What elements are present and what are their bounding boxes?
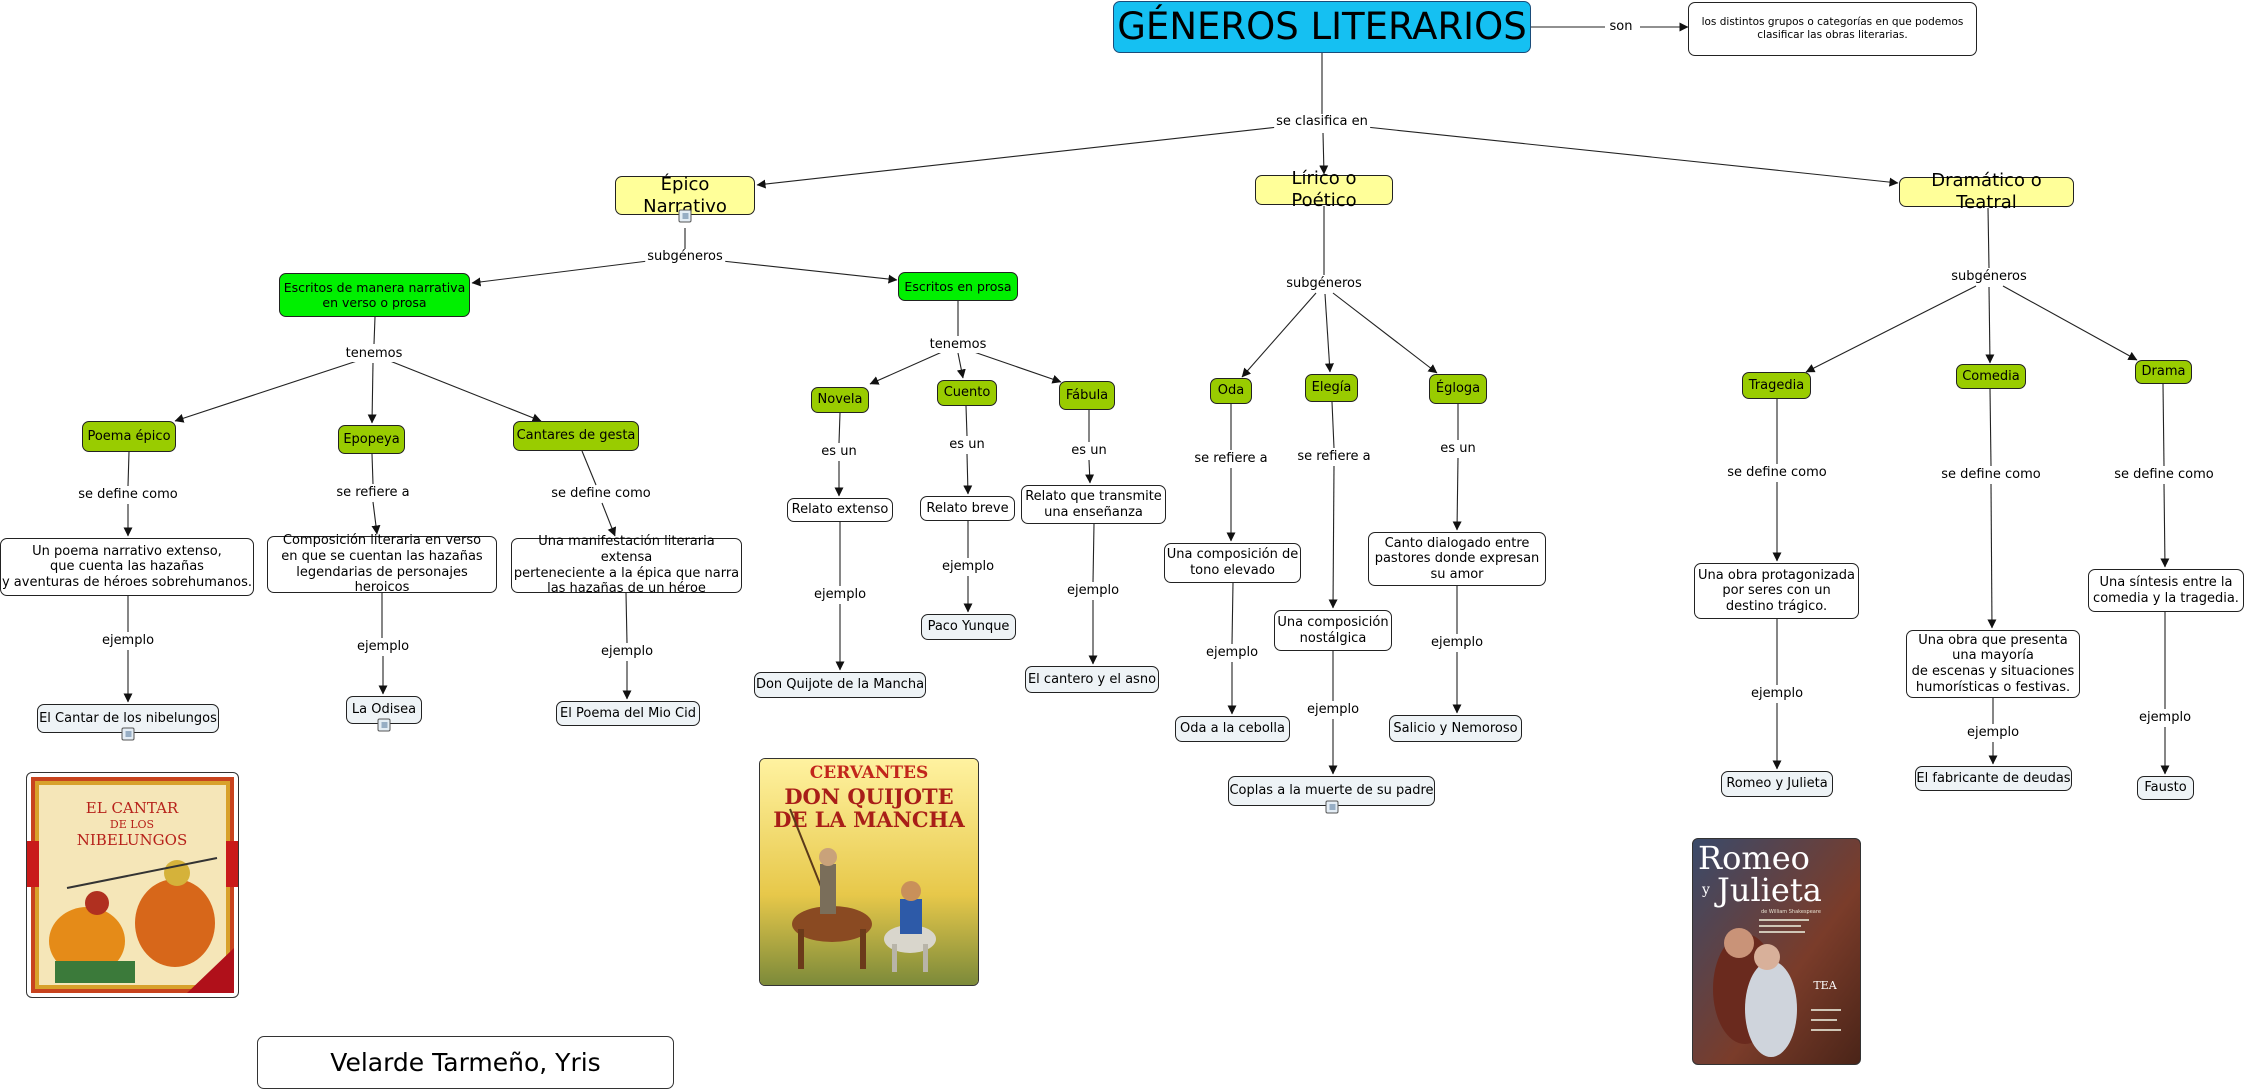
link-label-es-un: es un [1438, 441, 1478, 457]
link-label-ejemplo: ejemplo [99, 633, 157, 649]
link-label-es-un: es un [947, 437, 987, 453]
link-label-se-define-como: se define como [1939, 467, 2043, 483]
subgenre-fabula[interactable]: Fábula [1059, 381, 1115, 410]
link-label-es-un: es un [1069, 443, 1109, 459]
resource-attachment-icon[interactable] [1325, 800, 1339, 814]
link-label-ejemplo: ejemplo [2136, 710, 2194, 726]
link-label-son: son [1607, 19, 1635, 35]
definition-cuento[interactable]: Relato breve [920, 496, 1015, 521]
subgenre-drama[interactable]: Drama [2135, 360, 2192, 384]
definition-elegia[interactable]: Una composición nostálgica [1274, 610, 1392, 651]
link-label-ejemplo: ejemplo [1428, 635, 1486, 651]
link-label-se-refiere-a: se refiere a [334, 485, 412, 501]
root-concept-generos-literarios[interactable]: GÉNEROS LITERARIOS [1113, 1, 1531, 53]
link-label-se-define-como: se define como [549, 486, 653, 502]
subgenre-poema-epico[interactable]: Poema épico [82, 421, 176, 452]
link-label-subgeneros: subgéneros [1949, 269, 2029, 285]
subgenre-novela[interactable]: Novela [811, 387, 869, 413]
definition-fabula[interactable]: Relato que transmite una enseñanza [1021, 485, 1166, 524]
link-label-se-refiere-a: se refiere a [1295, 449, 1373, 465]
resource-attachment-icon[interactable] [678, 209, 692, 223]
resource-attachment-icon[interactable] [121, 727, 135, 741]
link-label-ejemplo: ejemplo [1964, 725, 2022, 741]
author-name: Velarde Tarmeño, Yris [257, 1036, 674, 1089]
cover-credit-line: de William Shakespeare [1761, 909, 1821, 915]
link-label-ejemplo: ejemplo [354, 639, 412, 655]
category-lirico-poetico[interactable]: Lírico o Poético [1255, 168, 1393, 211]
subgenre-epopeya[interactable]: Epopeya [338, 425, 405, 454]
link-label-tenemos: tenemos [927, 337, 989, 353]
cover-logo-text: TEA [1813, 979, 1837, 992]
link-label-subgeneros: subgéneros [645, 249, 725, 265]
cover-image-cantar-nibelungos[interactable]: EL CANTAR DE LOS NIBELUNGOS [26, 772, 239, 998]
category-dramatico-teatral[interactable]: Dramático o Teatral [1899, 170, 2074, 213]
link-label-se-refiere-a: se refiere a [1192, 451, 1270, 467]
mode-escritos-verso-prosa[interactable]: Escritos de manera narrativa en verso o … [279, 273, 470, 317]
link-label-ejemplo: ejemplo [1203, 645, 1261, 661]
cover-title-line: DE LOS [110, 818, 154, 831]
subgenre-cantares-de-gesta[interactable]: Cantares de gesta [513, 421, 639, 451]
subgenre-elegia[interactable]: Elegía [1305, 374, 1358, 402]
link-label-ejemplo: ejemplo [811, 587, 869, 603]
subgenre-egloga[interactable]: Égloga [1429, 374, 1487, 404]
example-fausto[interactable]: Fausto [2137, 776, 2194, 800]
example-don-quijote[interactable]: Don Quijote de la Mancha [754, 672, 926, 698]
cover-image-don-quijote[interactable]: CERVANTES DON QUIJOTE DE LA MANCHA [759, 758, 979, 986]
definition-oda[interactable]: Una composición de tono elevado [1164, 543, 1301, 583]
link-label-se-define-como: se define como [2112, 467, 2216, 483]
link-label-ejemplo: ejemplo [1748, 686, 1806, 702]
cover-image-romeo-julieta[interactable]: Romeo y Julieta de William Shakespeare T… [1692, 838, 1861, 1065]
subgenre-oda[interactable]: Oda [1210, 378, 1252, 404]
subgenre-cuento[interactable]: Cuento [937, 380, 997, 406]
cover-title-line: EL CANTAR [86, 799, 179, 817]
definition-novela[interactable]: Relato extenso [787, 498, 893, 522]
cover-title-line: Julieta [1714, 871, 1822, 909]
cover-title-line: y [1701, 882, 1710, 898]
link-label-tenemos: tenemos [343, 346, 405, 362]
link-label-ejemplo: ejemplo [1064, 583, 1122, 599]
example-fabricante-deudas[interactable]: El fabricante de deudas [1915, 766, 2072, 791]
cover-title-line: DON QUIJOTE [784, 784, 953, 809]
cover-title-line: NIBELUNGOS [77, 831, 188, 849]
cover-title-line: DE LA MANCHA [773, 807, 965, 832]
definition-drama[interactable]: Una síntesis entre la comedia y la trage… [2088, 569, 2244, 612]
example-cantero-asno[interactable]: El cantero y el asno [1025, 666, 1159, 693]
definition-tragedia[interactable]: Una obra protagonizada por seres con un … [1694, 563, 1859, 619]
definition-poema-epico[interactable]: Un poema narrativo extenso, que cuenta l… [0, 538, 254, 596]
example-la-odisea[interactable]: La Odisea [346, 696, 422, 724]
link-label-se-clasifica-en: se clasifica en [1274, 114, 1370, 130]
example-paco-yunque[interactable]: Paco Yunque [921, 614, 1016, 640]
link-label-se-define-como: se define como [76, 487, 180, 503]
mode-escritos-prosa[interactable]: Escritos en prosa [898, 272, 1018, 301]
definition-node[interactable]: los distintos grupos o categorías en que… [1688, 2, 1977, 56]
definition-egloga[interactable]: Canto dialogado entre pastores donde exp… [1368, 532, 1546, 586]
link-label-es-un: es un [819, 444, 859, 460]
resource-attachment-icon[interactable] [377, 718, 391, 732]
subgenre-comedia[interactable]: Comedia [1956, 364, 2026, 389]
definition-epopeya[interactable]: Composición literaria en verso en que se… [267, 533, 497, 595]
example-poema-mio-cid[interactable]: El Poema del Mio Cid [556, 701, 700, 726]
definition-comedia[interactable]: Una obra que presenta una mayoría de esc… [1906, 630, 2080, 698]
definition-cantares[interactable]: Una manifestación literaria extensa pert… [511, 534, 742, 596]
subgenre-tragedia[interactable]: Tragedia [1742, 372, 1811, 399]
link-label-ejemplo: ejemplo [939, 559, 997, 575]
link-label-ejemplo: ejemplo [598, 644, 656, 660]
example-romeo-julieta[interactable]: Romeo y Julieta [1721, 771, 1833, 797]
example-salicio-nemoroso[interactable]: Salicio y Nemoroso [1389, 715, 1522, 742]
cover-title-line: Romeo [1698, 839, 1810, 877]
cover-author-line: CERVANTES [810, 763, 929, 783]
link-label-se-define-como: se define como [1725, 465, 1829, 481]
link-label-subgeneros: subgéneros [1284, 276, 1364, 292]
link-label-ejemplo: ejemplo [1304, 702, 1362, 718]
example-oda-cebolla[interactable]: Oda a la cebolla [1175, 716, 1290, 742]
